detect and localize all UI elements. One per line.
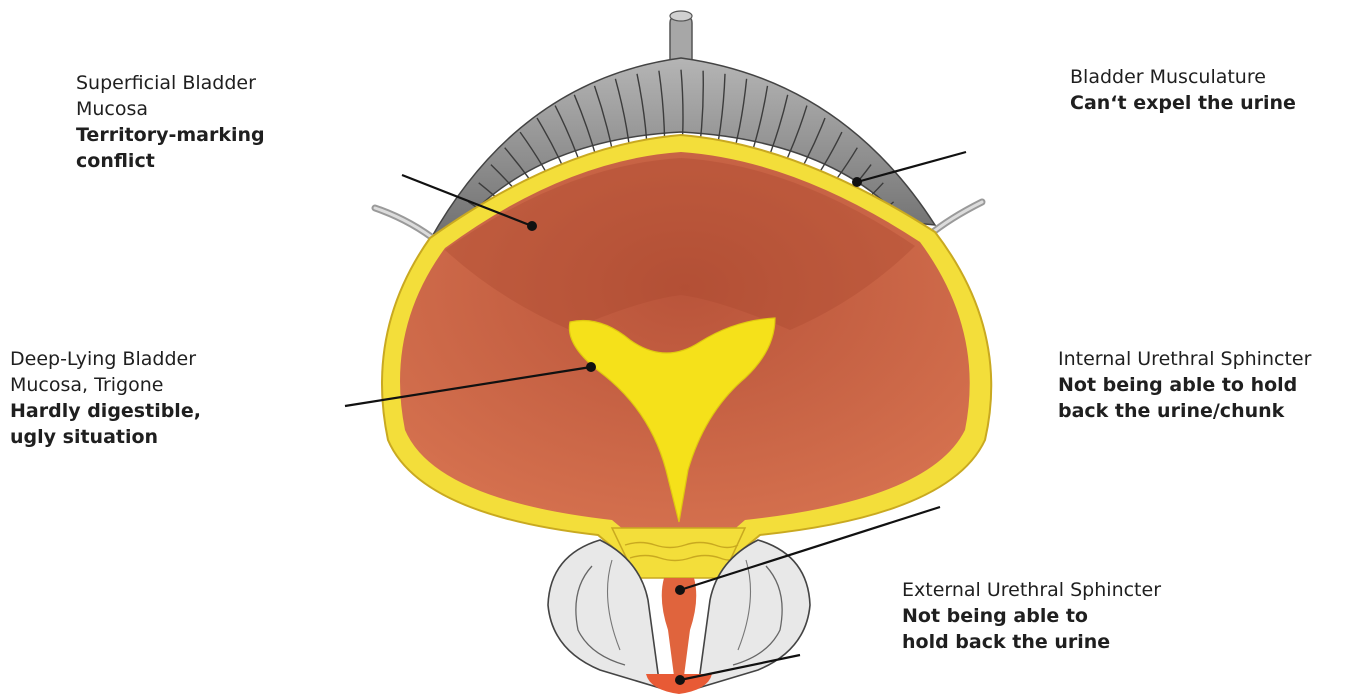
label-conflict-line: conflict	[76, 148, 265, 174]
marker-bladder-musculature	[852, 177, 862, 187]
label-title-line: Bladder Musculature	[1070, 64, 1296, 90]
label-title-line: Mucosa	[76, 96, 265, 122]
label-superficial-mucosa: Superficial Bladder Mucosa Territory-mar…	[76, 70, 265, 174]
label-external-sphincter: External Urethral Sphincter Not being ab…	[902, 577, 1161, 655]
marker-superficial-mucosa	[527, 221, 537, 231]
marker-internal-sphincter	[675, 585, 685, 595]
label-internal-sphincter: Internal Urethral Sphincter Not being ab…	[1058, 346, 1311, 424]
marker-external-sphincter	[675, 675, 685, 685]
label-title-line: Internal Urethral Sphincter	[1058, 346, 1311, 372]
label-conflict-line: Not being able to hold	[1058, 372, 1311, 398]
marker-deep-mucosa	[586, 362, 596, 372]
label-conflict-line: ugly situation	[10, 424, 201, 450]
label-conflict-line: back the urine/chunk	[1058, 398, 1311, 424]
label-deep-mucosa-trigone: Deep-Lying Bladder Mucosa, Trigone Hardl…	[10, 346, 201, 450]
label-conflict-line: Territory-marking	[76, 122, 265, 148]
label-conflict-line: Can‘t expel the urine	[1070, 90, 1296, 116]
label-conflict-line: hold back the urine	[902, 629, 1161, 655]
label-title-line: Superficial Bladder	[76, 70, 265, 96]
label-conflict-line: Hardly digestible,	[10, 398, 201, 424]
label-bladder-musculature: Bladder Musculature Can‘t expel the urin…	[1070, 64, 1296, 116]
right-ureter	[928, 202, 982, 236]
left-ureter	[375, 208, 438, 242]
label-conflict-line: Not being able to	[902, 603, 1161, 629]
label-title-line: Deep-Lying Bladder	[10, 346, 201, 372]
label-title-line: Mucosa, Trigone	[10, 372, 201, 398]
label-title-line: External Urethral Sphincter	[902, 577, 1161, 603]
